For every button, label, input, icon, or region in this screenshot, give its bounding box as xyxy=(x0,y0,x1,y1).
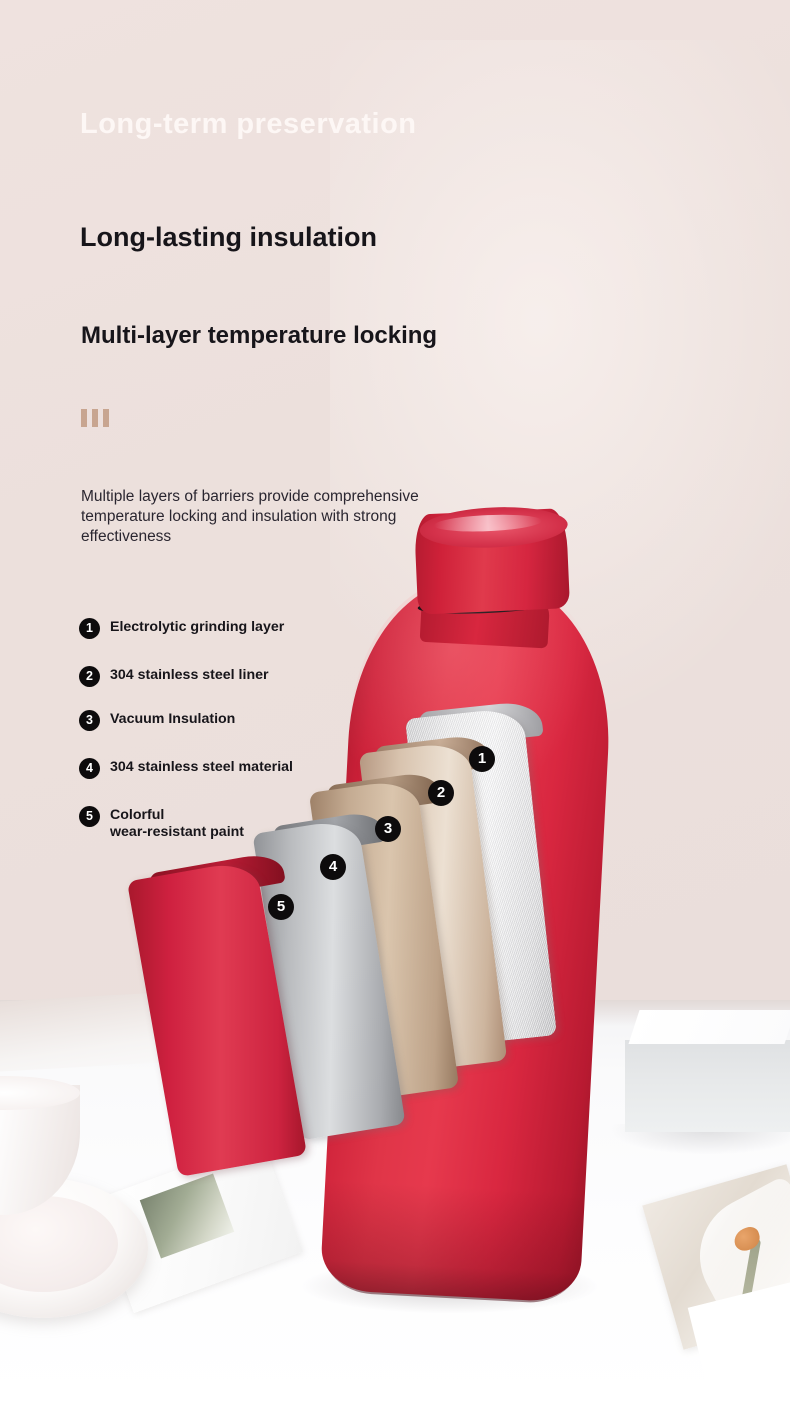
legend-label-5: Colorful wear-resistant paint xyxy=(110,807,245,840)
legend-number-5: 5 xyxy=(79,806,100,827)
callout-badge-1: 1 xyxy=(469,746,495,772)
decorative-divider xyxy=(81,409,109,427)
legend-item: 5 Colorful wear-resistant paint xyxy=(79,806,244,841)
legend-item: 3 Vacuum Insulation xyxy=(79,710,235,731)
heading-secondary: Multi-layer temperature locking xyxy=(81,322,438,349)
divider-bar xyxy=(92,409,98,427)
legend-number-1: 1 xyxy=(79,618,100,639)
callout-badge-4: 4 xyxy=(320,854,346,880)
divider-bar xyxy=(103,409,109,427)
description-text: Multiple layers of barriers provide comp… xyxy=(81,488,419,545)
heading-primary: Long-lasting insulation xyxy=(80,222,377,252)
eyebrow-title: Long-term preservation xyxy=(80,108,417,140)
legend-label-2: 304 stainless steel liner xyxy=(110,667,269,683)
legend-label-4: 304 stainless steel material xyxy=(110,759,293,775)
legend-number-2: 2 xyxy=(79,666,100,687)
callout-badge-5: 5 xyxy=(268,894,294,920)
callout-badge-2: 2 xyxy=(428,780,454,806)
riser-box-front xyxy=(625,1040,790,1132)
legend-label-1: Electrolytic grinding layer xyxy=(110,619,285,635)
legend-number-4: 4 xyxy=(79,758,100,779)
bottle-base-shading xyxy=(319,1179,585,1305)
legend-item: 4 304 stainless steel material xyxy=(79,758,293,779)
callout-badge-3: 3 xyxy=(375,816,401,842)
legend-number-3: 3 xyxy=(79,710,100,731)
legend-label-3: Vacuum Insulation xyxy=(110,711,236,727)
legend-item: 2 304 stainless steel liner xyxy=(79,666,269,687)
legend-item: 1 Electrolytic grinding layer xyxy=(79,618,284,639)
divider-bar xyxy=(81,409,87,427)
